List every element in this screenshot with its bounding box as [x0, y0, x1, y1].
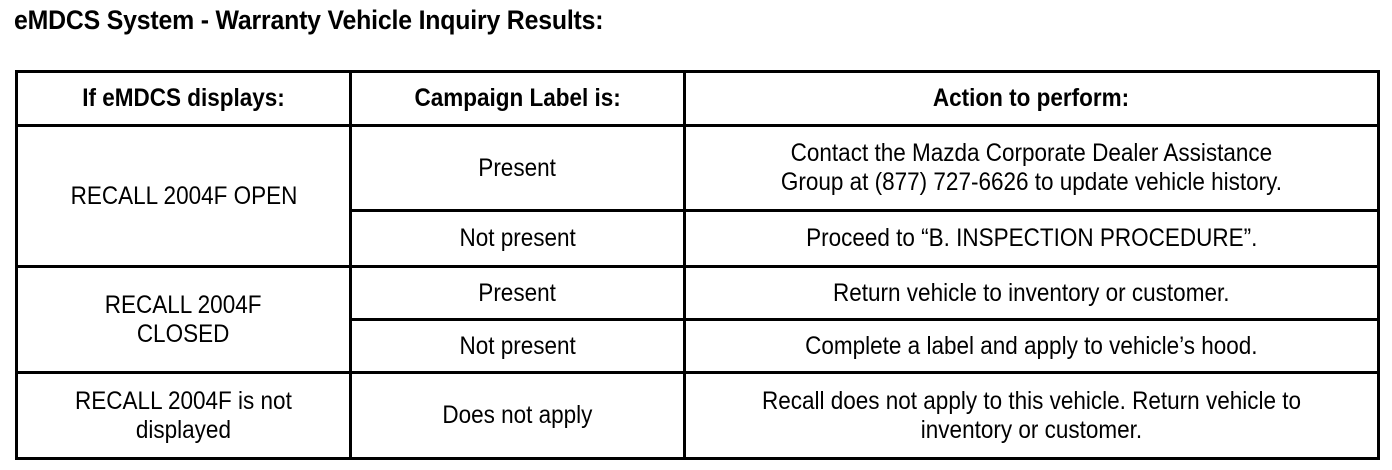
campaign-label-text: Present — [478, 278, 557, 307]
emdcs-display-line-2: displayed — [135, 415, 232, 444]
table-row: Not present Complete a label and apply t… — [17, 318, 1380, 374]
campaign-label-text: Present — [478, 153, 557, 182]
action-line-2: inventory or customer. — [920, 415, 1143, 444]
campaign-label-text: Not present — [459, 331, 576, 360]
table-row: Not present Proceed to “B. INSPECTION PR… — [17, 209, 1380, 268]
cell-campaign-label-present-closed: Present — [349, 265, 686, 321]
table-body: RECALL 2004F OPEN Present Contact the Ma… — [15, 124, 1380, 460]
column-header-emdcs-display: If eMDCS displays: — [15, 70, 352, 127]
action-text: Complete a label and apply to vehicle’s … — [805, 331, 1258, 360]
action-line-1: Recall does not apply to this vehicle. R… — [761, 386, 1302, 415]
campaign-label-text: Not present — [459, 224, 576, 252]
column-header-action: Action to perform: — [683, 70, 1380, 127]
cell-campaign-label-present-open: Present — [349, 124, 686, 212]
cell-action-recall-not-apply: Recall does not apply to this vehicle. R… — [683, 371, 1380, 460]
action-line-1: Contact the Mazda Corporate Dealer Assis… — [790, 139, 1273, 167]
cell-campaign-label-not-present-open: Not present — [349, 209, 686, 268]
table-header: If eMDCS displays: Campaign Label is: Ac… — [15, 70, 1380, 127]
cell-emdcs-display-not-displayed: RECALL 2004F is not displayed — [15, 371, 352, 460]
column-header-campaign-label-text: Campaign Label is: — [414, 84, 621, 112]
cell-campaign-label-does-not-apply: Does not apply — [349, 371, 686, 460]
column-header-emdcs-display-label: If eMDCS displays: — [82, 84, 285, 112]
emdcs-display-text: RECALL 2004F OPEN — [70, 181, 297, 210]
warranty-inquiry-results-table: If eMDCS displays: Campaign Label is: Ac… — [15, 70, 1380, 460]
action-line-2: Group at (877) 727-6626 to update vehicl… — [780, 168, 1283, 196]
table-row: RECALL 2004F CLOSED Present Return vehic… — [15, 265, 1380, 374]
emdcs-display-text: RECALL 2004F CLOSED — [105, 291, 262, 349]
emdcs-display-text: RECALL 2004F is not displayed — [75, 387, 292, 445]
cell-action-complete-label: Complete a label and apply to vehicle’s … — [683, 318, 1380, 374]
table-header-row: If eMDCS displays: Campaign Label is: Ac… — [15, 70, 1380, 127]
action-text: Recall does not apply to this vehicle. R… — [762, 387, 1301, 445]
cell-emdcs-display-recall-open: RECALL 2004F OPEN — [15, 124, 352, 268]
table-row: RECALL 2004F is not displayed Does not a… — [15, 371, 1380, 460]
cell-emdcs-display-recall-closed: RECALL 2004F CLOSED — [15, 265, 352, 374]
emdcs-display-line-2: CLOSED — [137, 319, 230, 348]
cell-action-proceed-inspection: Proceed to “B. INSPECTION PROCEDURE”. — [683, 209, 1380, 268]
cell-campaign-label-not-present-closed: Not present — [349, 318, 686, 374]
page-title: eMDCS System - Warranty Vehicle Inquiry … — [14, 5, 604, 35]
campaign-label-text: Does not apply — [442, 401, 593, 429]
action-text: Contact the Mazda Corporate Dealer Assis… — [781, 139, 1282, 197]
action-text: Proceed to “B. INSPECTION PROCEDURE”. — [805, 224, 1258, 252]
emdcs-display-line-1: RECALL 2004F — [105, 290, 262, 319]
table-row: RECALL 2004F OPEN Present Contact the Ma… — [15, 124, 1380, 268]
cell-action-return-vehicle: Return vehicle to inventory or customer. — [683, 265, 1380, 321]
column-header-action-label: Action to perform: — [933, 84, 1130, 112]
action-text: Return vehicle to inventory or customer. — [833, 278, 1230, 307]
emdcs-display-line-1: RECALL 2004F is not — [75, 386, 292, 415]
column-header-campaign-label: Campaign Label is: — [349, 70, 686, 127]
cell-action-contact-mazda: Contact the Mazda Corporate Dealer Assis… — [683, 124, 1380, 212]
